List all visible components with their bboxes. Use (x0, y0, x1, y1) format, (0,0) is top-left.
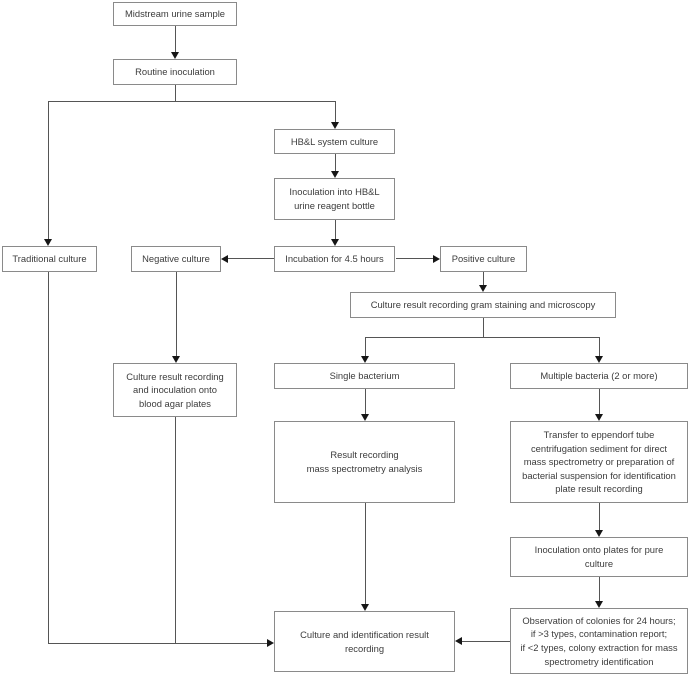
node-gram-staining-microscopy: Culture result recording gram staining a… (350, 292, 616, 318)
node-traditional-culture: Traditional culture (2, 246, 97, 272)
connector-bottom-merge-to-final (48, 643, 267, 644)
arrowhead-right-final (267, 639, 274, 647)
connector-multiple-to-transfer (599, 389, 600, 414)
arrowhead-down-bottle (331, 171, 339, 178)
arrowhead-down-multiple (595, 356, 603, 363)
node-transfer-eppendorf: Transfer to eppendorf tube centrifugatio… (510, 421, 688, 503)
connector-blood-agar-down (175, 417, 176, 643)
arrowhead-down-traditional (44, 239, 52, 246)
connector-routine-split-stem (175, 85, 176, 101)
arrowhead-down-hbl (331, 122, 339, 129)
connector-traditional-down (48, 272, 49, 643)
connector-bottle-to-incubation (335, 220, 336, 239)
connector-routine-split-horizontal (48, 101, 336, 102)
arrowhead-down-pure (595, 530, 603, 537)
connector-observation-to-final (462, 641, 510, 642)
connector-single-to-resultms (365, 389, 366, 414)
connector-negative-to-blood-agar (176, 272, 177, 356)
connector-to-multiple (599, 337, 600, 356)
connector-to-hbl (335, 101, 336, 122)
connector-transfer-to-pure (599, 503, 600, 530)
connector-to-single (365, 337, 366, 356)
node-result-recording-mass-spectrometry: Result recording mass spectrometry analy… (274, 421, 455, 503)
node-positive-culture: Positive culture (440, 246, 527, 272)
node-inoculation-pure-culture: Inoculation onto plates for pure culture (510, 537, 688, 577)
node-incubation: Incubation for 4.5 hours (274, 246, 395, 272)
arrowhead-left-final (455, 637, 462, 645)
node-negative-culture: Negative culture (131, 246, 221, 272)
arrowhead-down-single (361, 356, 369, 363)
arrowhead-left-negative (221, 255, 228, 263)
connector-gram-split-stem (483, 318, 484, 337)
arrowhead-down-observation (595, 601, 603, 608)
node-inoculation-reagent-bottle: Inoculation into HB&L urine reagent bott… (274, 178, 395, 220)
node-hbl-system-culture: HB&L system culture (274, 129, 395, 154)
connector-midstream-to-routine (175, 26, 176, 53)
connector-to-traditional (48, 101, 49, 240)
node-single-bacterium: Single bacterium (274, 363, 455, 389)
node-routine-inoculation: Routine inoculation (113, 59, 237, 85)
node-blood-agar-plates: Culture result recording and inoculation… (113, 363, 237, 417)
arrowhead-down-incubation (331, 239, 339, 246)
node-observation-colonies: Observation of colonies for 24 hours; if… (510, 608, 688, 674)
arrowhead-down-resultms (361, 414, 369, 421)
arrowhead-down-gram (479, 285, 487, 292)
connector-resultms-to-final (365, 503, 366, 604)
arrowhead-down-routine (171, 52, 179, 59)
arrowhead-down-final (361, 604, 369, 611)
arrowhead-down-transfer (595, 414, 603, 421)
node-multiple-bacteria: Multiple bacteria (2 or more) (510, 363, 688, 389)
connector-hbl-to-bottle (335, 154, 336, 171)
node-midstream-urine-sample: Midstream urine sample (113, 2, 237, 26)
arrowhead-right-positive (433, 255, 440, 263)
node-final-result-recording: Culture and identification result record… (274, 611, 455, 672)
connector-pure-to-observation (599, 577, 600, 601)
connector-incubation-to-positive (396, 258, 433, 259)
connector-incubation-to-negative (228, 258, 274, 259)
connector-positive-to-gram (483, 272, 484, 285)
connector-gram-split-horizontal (365, 337, 600, 338)
arrowhead-down-blood-agar (172, 356, 180, 363)
